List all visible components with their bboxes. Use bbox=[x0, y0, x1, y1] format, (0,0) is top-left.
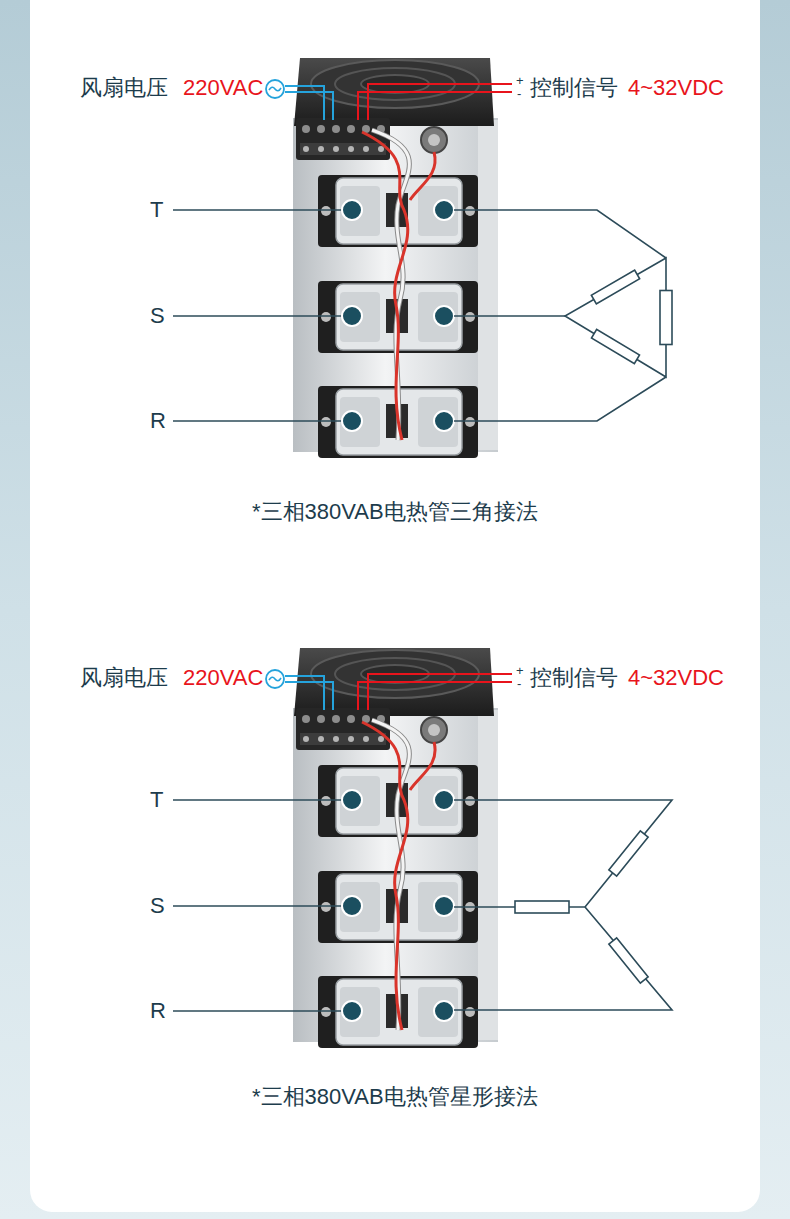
ssr-module-delta bbox=[173, 58, 512, 458]
phase-name: S bbox=[150, 893, 165, 918]
phase-name: R bbox=[150, 408, 166, 433]
phase-name: T bbox=[150, 197, 163, 222]
phase-name: T bbox=[150, 787, 163, 812]
polarity-sign: - bbox=[517, 677, 521, 692]
ssr-module-star bbox=[173, 648, 512, 1048]
heater-resistor-symbol bbox=[515, 831, 648, 983]
voltage-value: 4~32VDC bbox=[628, 665, 724, 690]
supply-label: 风扇电压 bbox=[80, 665, 168, 690]
star-heater-wiring bbox=[454, 800, 672, 1010]
phase-name: S bbox=[150, 303, 165, 328]
supply-label: 风扇电压 bbox=[80, 75, 168, 100]
signal-label: 控制信号 bbox=[530, 75, 618, 100]
signal-label: 控制信号 bbox=[530, 665, 618, 690]
voltage-value: 220VAC bbox=[183, 665, 263, 690]
diagram-caption: *三相380VAB电热管三角接法 bbox=[252, 499, 538, 524]
voltage-value: 4~32VDC bbox=[628, 75, 724, 100]
diagram-caption: *三相380VAB电热管星形接法 bbox=[252, 1084, 538, 1109]
delta-heater-wiring bbox=[454, 210, 666, 421]
phase-name: R bbox=[150, 998, 166, 1023]
voltage-value: 220VAC bbox=[183, 75, 263, 100]
heater-resistor-symbol bbox=[591, 270, 672, 363]
polarity-sign: - bbox=[517, 87, 521, 102]
